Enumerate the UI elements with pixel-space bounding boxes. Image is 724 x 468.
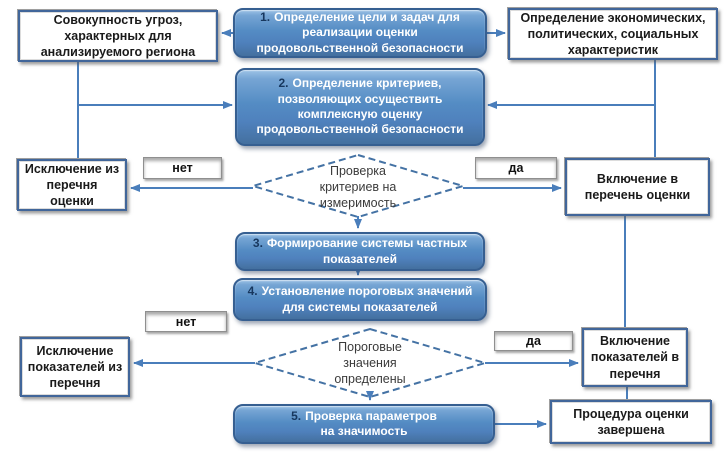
step2-box: 2.Определение критериев, позволяющих осу… (235, 68, 485, 146)
step4-number: 4. (247, 284, 258, 299)
exclusion1-box: Исключение из перечня оценки (17, 159, 127, 211)
inclusion2-label: Включение показателей в перечня (590, 334, 680, 381)
finished-box: Процедура оценки завершена (550, 400, 712, 444)
step5-box: 5.Проверка параметров на значимость (233, 404, 495, 444)
step2-label: Определение критериев, позволяющих осуще… (256, 76, 464, 137)
step1-number: 1. (260, 9, 271, 24)
no2-tag: нет (145, 311, 227, 332)
step2-number: 2. (278, 76, 289, 91)
yes2-tag: да (494, 331, 573, 351)
decision2-label: Пороговые значения определены (334, 339, 406, 387)
characteristics-box: Определение экономических, политических,… (508, 8, 718, 60)
step5-number: 5. (291, 408, 302, 423)
threats-label: Совокупность угроз, характерных для анал… (40, 12, 196, 60)
step4-box: 4.Установление пороговых значений для си… (233, 278, 487, 321)
no1-tag: нет (143, 157, 222, 179)
exclusion1-label: Исключение из перечня оценки (24, 161, 120, 209)
step1-box: 1.Определение цели и задач для реализаци… (233, 8, 487, 58)
step3-label: Формирование системы частных показателей (266, 236, 468, 266)
exclusion2-label: Исключение показателей из перечня (27, 343, 123, 391)
step5-label: Проверка параметров на значимость (305, 408, 437, 438)
step3-number: 3. (252, 236, 263, 251)
decision2-diamond (251, 327, 489, 399)
characteristics-label: Определение экономических, политических,… (520, 10, 706, 58)
threats-box: Совокупность угроз, характерных для анал… (18, 10, 218, 62)
decision1-diamond (249, 153, 467, 219)
step1-label: Определение цели и задач для реализации … (256, 9, 464, 55)
inclusion1-box: Включение в перечень оценки (565, 158, 710, 216)
exclusion2-box: Исключение показателей из перечня (20, 337, 130, 397)
inclusion2-box: Включение показателей в перечня (582, 328, 688, 387)
inclusion1-label: Включение в перечень оценки (584, 171, 691, 202)
finished-label: Процедура оценки завершена (573, 406, 689, 437)
yes1-tag: да (475, 157, 557, 179)
decision1-label: Проверка критериев на измеримость (319, 163, 397, 211)
step4-label: Установление пороговых значений для сист… (261, 284, 473, 314)
step3-box: 3.Формирование системы частных показател… (235, 232, 485, 271)
